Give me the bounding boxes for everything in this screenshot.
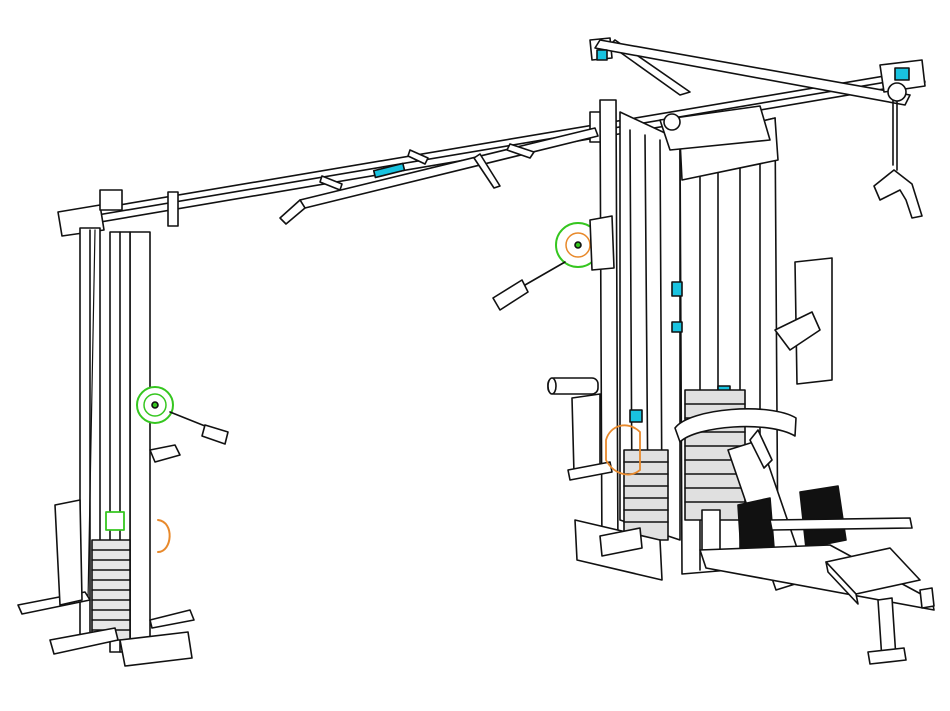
lat-pulldown-bar: [279, 127, 599, 225]
overhead-lat-beam: [57, 37, 926, 237]
center-weight-stack-tower: [492, 99, 833, 581]
right-hanging-stirrup-handle: [873, 82, 923, 219]
left-cable-tower: [17, 227, 229, 667]
seated-row-bench: [674, 408, 935, 665]
